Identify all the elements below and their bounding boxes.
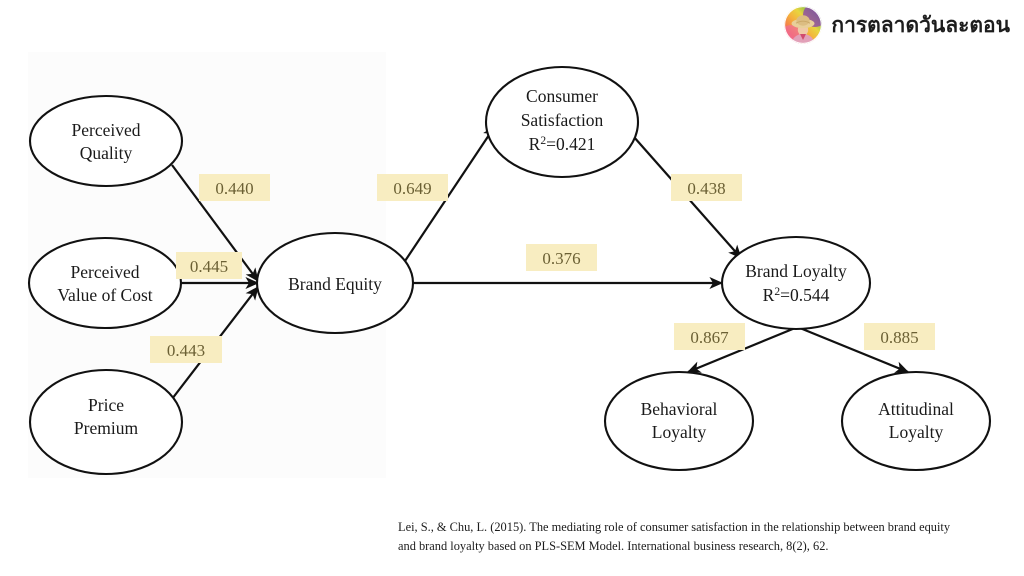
coefficient-highlight-bl-behavioral xyxy=(674,323,745,350)
coefficient-highlight-be-bl xyxy=(526,244,597,271)
node-brand-loyalty-shape xyxy=(720,235,872,331)
coefficient-value-bl-attitudinal: 0.885 xyxy=(880,328,918,347)
bl-r2-symbol: R xyxy=(763,285,775,305)
cs-r2-symbol: R xyxy=(529,134,541,154)
coefficient-highlight-pq-be xyxy=(199,174,270,201)
citation-line-2: and brand loyalty based on PLS-SEM Model… xyxy=(398,539,829,554)
node-brand-loyalty-label: Brand Loyalty xyxy=(745,261,847,281)
node-behavioral-loyalty[interactable]: Behavioral Loyalty xyxy=(603,370,755,472)
node-attitudinal-loyalty-label-line1: Attitudinal xyxy=(878,399,954,419)
node-perceived-value-of-cost[interactable]: Perceived Value of Cost xyxy=(27,236,183,330)
node-consumer-satisfaction[interactable]: Consumer Satisfaction R2=0.421 xyxy=(484,65,640,179)
cs-r2-superscript: 2 xyxy=(540,135,546,147)
node-perceived-quality[interactable]: Perceived Quality xyxy=(28,94,184,188)
node-brand-equity-shape xyxy=(255,231,415,335)
node-attitudinal-loyalty-shape xyxy=(840,370,992,472)
coefficient-highlight-pv-be xyxy=(176,252,242,279)
coefficient-highlight-cs-bl xyxy=(671,174,742,201)
bl-r2-value: =0.544 xyxy=(780,285,829,305)
brand-header: การตลาดวันละตอน xyxy=(784,6,1010,44)
node-behavioral-loyalty-label-line1: Behavioral xyxy=(641,399,718,419)
brand-name-label: การตลาดวันละตอน xyxy=(831,12,1010,37)
coefficient-label-bl-attitudinal: 0.885 xyxy=(864,323,935,350)
node-consumer-satisfaction-r2: R2=0.421 xyxy=(529,134,596,154)
coefficient-value-be-bl: 0.376 xyxy=(542,249,580,268)
coefficient-label-be-bl: 0.376 xyxy=(526,244,597,271)
citation-line-1: Lei, S., & Chu, L. (2015). The mediating… xyxy=(398,520,951,534)
bl-r2-superscript: 2 xyxy=(774,286,780,298)
node-attitudinal-loyalty-label-line2: Loyalty xyxy=(889,422,944,442)
node-brand-loyalty[interactable]: Brand Loyalty R2=0.544 xyxy=(720,235,872,331)
node-price-premium-shape xyxy=(28,368,184,476)
node-perceived-value-label-line2: Value of Cost xyxy=(57,285,152,305)
node-behavioral-loyalty-label-line2: Loyalty xyxy=(652,422,707,442)
edge-perceived-quality-to-brand-equity xyxy=(171,164,259,282)
node-perceived-quality-shape xyxy=(28,94,184,188)
node-perceived-value-of-cost-shape xyxy=(27,236,183,330)
coefficient-label-cs-bl: 0.438 xyxy=(671,174,742,201)
citation-block: Lei, S., & Chu, L. (2015). The mediating… xyxy=(398,518,1012,556)
node-behavioral-loyalty-shape xyxy=(603,370,755,472)
node-perceived-value-label-line1: Perceived xyxy=(71,262,140,282)
coefficient-label-be-cs: 0.649 xyxy=(377,174,448,201)
avatar-circle-icon xyxy=(784,6,823,44)
node-consumer-satisfaction-label-line2: Satisfaction xyxy=(521,110,604,130)
coefficient-label-pp-be: 0.443 xyxy=(150,336,222,363)
node-consumer-satisfaction-label-line1: Consumer xyxy=(526,86,598,106)
cs-r2-value: =0.421 xyxy=(546,134,595,154)
coefficient-highlight-be-cs xyxy=(377,174,448,201)
node-consumer-satisfaction-shape xyxy=(484,65,640,179)
node-brand-equity[interactable]: Brand Equity xyxy=(255,231,415,335)
coefficient-highlight-pp-be xyxy=(150,336,222,363)
node-brand-loyalty-r2: R2=0.544 xyxy=(763,285,830,305)
coefficient-label-bl-behavioral: 0.867 xyxy=(674,323,745,350)
edge-brand-loyalty-to-attitudinal-loyalty xyxy=(794,324,910,374)
coefficient-value-cs-bl: 0.438 xyxy=(687,179,725,198)
coefficient-value-bl-behavioral: 0.867 xyxy=(690,328,729,347)
node-perceived-quality-label-line2: Quality xyxy=(80,143,133,163)
node-brand-equity-label: Brand Equity xyxy=(288,274,382,294)
node-price-premium-label-line1: Price xyxy=(88,395,124,415)
node-price-premium-label-line2: Premium xyxy=(74,418,139,438)
coefficient-value-pv-be: 0.445 xyxy=(190,257,228,276)
coefficient-label-pq-be: 0.440 xyxy=(199,174,270,201)
coefficient-value-pq-be: 0.440 xyxy=(215,179,253,198)
coefficient-value-be-cs: 0.649 xyxy=(393,179,431,198)
node-attitudinal-loyalty[interactable]: Attitudinal Loyalty xyxy=(840,370,992,472)
node-perceived-quality-label-line1: Perceived xyxy=(72,120,141,140)
coefficient-label-pv-be: 0.445 xyxy=(176,252,242,279)
node-price-premium[interactable]: Price Premium xyxy=(28,368,184,476)
coefficient-highlight-bl-attitudinal xyxy=(864,323,935,350)
coefficient-value-pp-be: 0.443 xyxy=(167,341,205,360)
